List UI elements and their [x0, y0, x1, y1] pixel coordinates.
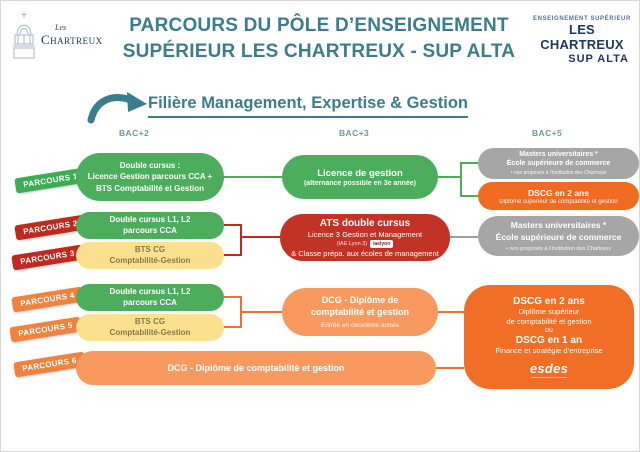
box-dcg-entree-2e-annee: DCG - Diplôme de comptabilité et gestion… [282, 288, 438, 336]
connector-line [460, 162, 462, 197]
chartreux-logo: Les Chartreux [11, 9, 103, 61]
box-line: Comptabilité-Gestion [109, 255, 191, 265]
box-subtitle: Entrée en deuxième année [320, 322, 400, 330]
connector-line [240, 311, 282, 313]
box-double-cursus-licence-bts: Double cursus : Licence Gestion parcours… [76, 153, 224, 201]
sup-alta-logo: ENSEIGNEMENT SUPÉRIEUR LES CHARTREUX SUP… [531, 16, 633, 65]
box-line: Licence Gestion parcours CCA + [87, 172, 213, 182]
parcours-4-label: PARCOURS 4 [11, 286, 84, 313]
parcours-5-label: PARCOURS 5 [9, 316, 82, 343]
box-dscg-2ans: DSCG en 2 ans Diplôme supérieur de compt… [478, 182, 639, 210]
box-note: • non proposés à l’Institution des Chart… [510, 169, 607, 176]
box-bts-cg-p23: BTS CG Comptabilité-Gestion [76, 242, 224, 269]
box-line: École supérieure de commerce [506, 160, 611, 167]
box-line: Double cursus L1, L2 [109, 214, 191, 224]
box-line: & Classe prépa. aux écoles de management [291, 248, 439, 258]
connector-line [240, 224, 242, 256]
box-licence-de-gestion: Licence de gestion (alternance possible … [282, 155, 438, 199]
connector-line [240, 236, 280, 238]
box-dscg-2ans-ou-1an: DSCG en 2 ans Diplôme supérieur de compt… [464, 285, 634, 389]
column-header-bac5: BAC+5 [532, 128, 563, 138]
box-line: Double cursus : [119, 161, 181, 171]
column-header-bac3: BAC+3 [339, 128, 370, 138]
dome-icon [13, 12, 35, 59]
parcours-3-label: PARCOURS 3 [11, 244, 84, 271]
connector-line [224, 296, 242, 298]
box-title: Licence de gestion [317, 167, 403, 179]
box-line: ou [545, 327, 553, 335]
box-line: de comptabilité et gestion [506, 316, 592, 326]
connector-line [438, 176, 462, 178]
connector-line [224, 176, 282, 178]
sup-alta-logo-line1: ENSEIGNEMENT SUPÉRIEUR [533, 16, 631, 22]
logo-prefix: Les [55, 23, 67, 32]
box-line: parcours CCA [123, 297, 177, 307]
connector-line [460, 162, 478, 164]
box-line: Double cursus L1, L2 [109, 286, 191, 296]
parcours-6-label: PARCOURS 6 [13, 351, 86, 378]
section-title: Filière Management, Expertise & Gestion [148, 94, 469, 118]
page-title-line1: PARCOURS DU PÔLE D’ENSEIGNEMENT [129, 15, 509, 36]
box-title: DCG - Diplôme de comptabilité et gestion [167, 363, 345, 373]
esdes-logo: esdes [529, 361, 569, 377]
box-line: BTS CG [134, 316, 166, 326]
page-title-line2: SUPÉRIEUR LES CHARTREUX - SUP ALTA [122, 40, 516, 62]
box-line: École supérieure de commerce [495, 231, 622, 242]
box-subtitle: Diplôme supérieur de comptabilité et ges… [499, 198, 618, 205]
sup-alta-logo-line3: SUP ALTA [568, 52, 629, 65]
box-dcg-parcours-6: DCG - Diplôme de comptabilité et gestion [76, 351, 436, 385]
box-title: ATS double cursus [319, 217, 411, 229]
box-line: Comptabilité-Gestion [109, 327, 191, 337]
box-line: Diplôme supérieur [518, 306, 580, 316]
connector-line [224, 224, 242, 226]
box-double-cursus-l1l2-p45: Double cursus L1, L2 parcours CCA [76, 284, 224, 311]
box-line: parcours CCA [123, 225, 177, 235]
box-line: BTS CG [134, 244, 166, 254]
box-bts-cg-p45: BTS CG Comptabilité-Gestion [76, 314, 224, 341]
box-title: DSCG en 2 ans [528, 187, 589, 198]
box-line-with-badge: (IAE Lyon 3) iaelyon [336, 239, 394, 248]
box-masters-universitaires-2: Masters universitaires * École supérieur… [478, 216, 639, 256]
curved-arrow-icon [87, 92, 147, 124]
box-line: (IAE Lyon 3) [336, 240, 368, 247]
box-line: Finance et stratégie d’entreprise [495, 346, 603, 356]
iaelyon-logo: iaelyon [370, 239, 394, 248]
box-title: DSCG en 2 ans [513, 295, 585, 307]
box-note: • non proposés à l’Institution des Chart… [506, 245, 611, 252]
connector-line [450, 236, 478, 238]
box-double-cursus-l1l2-p23: Double cursus L1, L2 parcours CCA [76, 212, 224, 239]
connector-line [224, 254, 242, 256]
box-title: comptabilité et gestion [310, 306, 409, 317]
logo-name: Chartreux [41, 32, 103, 47]
page-title: PARCOURS DU PÔLE D’ENSEIGNEMENT SUPÉRIEU… [113, 13, 525, 64]
chartreux-logo-text: Les Chartreux [41, 23, 103, 47]
connector-line [224, 326, 242, 328]
box-ats-double-cursus: ATS double cursus Licence 3 Gestion et M… [280, 214, 450, 261]
box-line: Masters universitaires * [519, 151, 598, 159]
box-line: BTS Comptabilité et Gestion [95, 183, 204, 193]
connector-line [436, 367, 464, 369]
sup-alta-logo-line2: LES CHARTREUX [540, 21, 624, 52]
esdes-logo-baseline [531, 377, 567, 379]
column-header-bac2: BAC+2 [119, 128, 150, 138]
connector-line [438, 311, 464, 313]
box-masters-universitaires-1: Masters universitaires * École supérieur… [478, 148, 639, 179]
box-line: Masters universitaires * [510, 220, 607, 231]
box-subtitle: (alternance possible en 3e année) [303, 179, 417, 187]
connector-line [460, 195, 478, 197]
box-line: Licence 3 Gestion et Management [307, 229, 423, 239]
box-title: DCG - Diplôme de [321, 294, 399, 305]
box-title: DSCG en 1 an [515, 335, 583, 347]
